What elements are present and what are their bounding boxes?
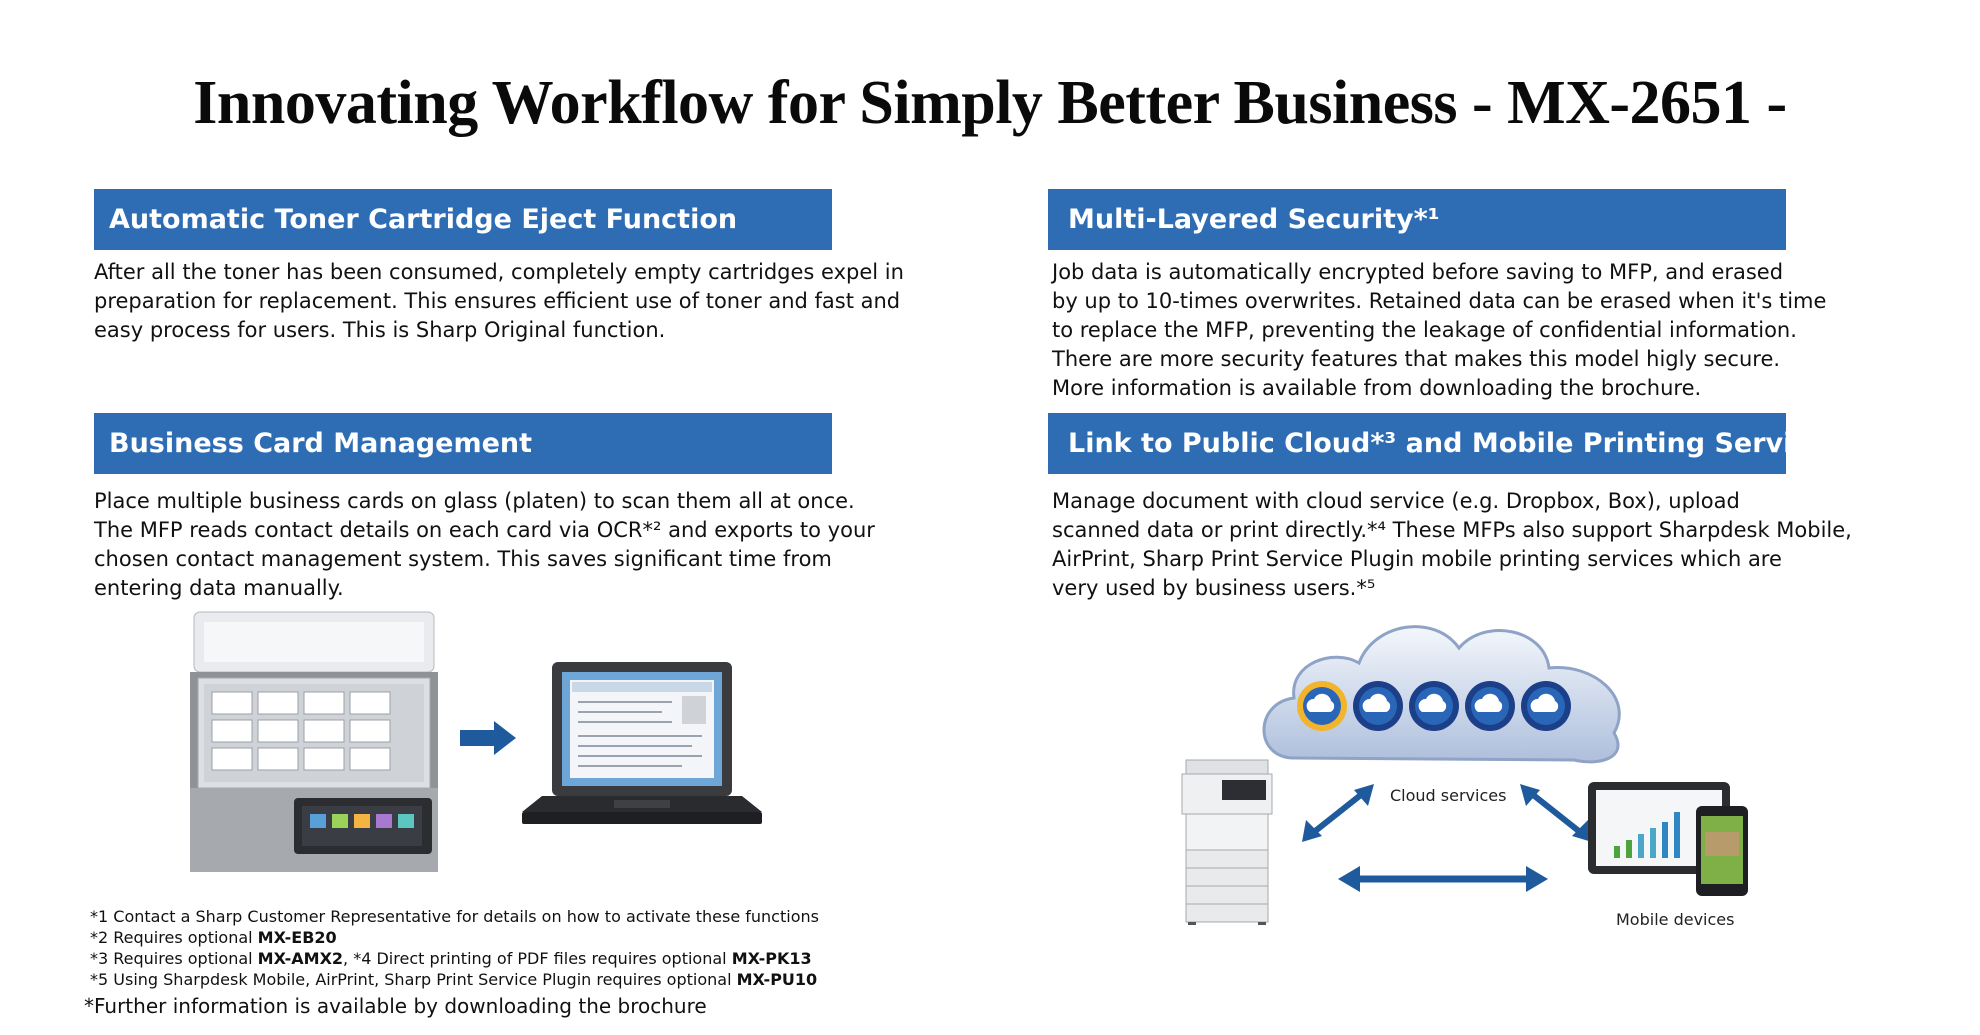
text-line: After all the toner has been consumed, c… (94, 260, 904, 284)
text-line: scanned data or print directly.*⁴ These … (1052, 518, 1852, 542)
footnotes: *1 Contact a Sharp Customer Representati… (90, 906, 819, 990)
cloud-service-icon (1521, 681, 1571, 731)
text-line: by up to 10-times overwrites. Retained d… (1052, 289, 1827, 313)
text-line: AirPrint, Sharp Print Service Plugin mob… (1052, 547, 1782, 571)
cloud-service-icon (1353, 681, 1403, 731)
text-line: More information is available from downl… (1052, 376, 1702, 400)
text-line: easy process for users. This is Sharp Or… (94, 318, 666, 342)
footnote-1: *1 Contact a Sharp Customer Representati… (90, 907, 819, 926)
arrow-right-icon (460, 721, 516, 755)
business-card-description: Place multiple business cards on glass (… (94, 487, 875, 603)
cloud-service-icon (1297, 681, 1347, 731)
security-section-header: Multi-Layered Security*¹ (1048, 189, 1786, 250)
footnote-text: *3 Requires optional (90, 949, 258, 968)
footnote-text: *2 Requires optional (90, 928, 258, 947)
text-line: preparation for replacement. This ensure… (94, 289, 901, 313)
business-card-section-header: Business Card Management (94, 413, 832, 474)
security-description: Job data is automatically encrypted befo… (1052, 258, 1826, 403)
toner-heading: Automatic Toner Cartridge Eject Function (109, 204, 738, 235)
footnote-5: *5 Using Sharpdesk Mobile, AirPrint, Sha… (90, 969, 819, 990)
horizontal-double-arrow-icon (1338, 866, 1548, 892)
double-arrow-icon (1520, 784, 1592, 842)
cloud-app-icons (1297, 681, 1571, 731)
text-line: to replace the MFP, preventing the leaka… (1052, 318, 1797, 342)
footnote-text: *5 Using Sharpdesk Mobile, AirPrint, Sha… (90, 970, 737, 989)
footnote-2: *2 Requires optional MX-EB20 (90, 927, 819, 948)
text-line: There are more security features that ma… (1052, 347, 1781, 371)
part-number: MX-EB20 (257, 928, 337, 947)
mobile-devices-illustration (1588, 782, 1748, 896)
cloud-heading: Link to Public Cloud*³ and Mobile Printi… (1068, 428, 1843, 459)
toner-description: After all the toner has been consumed, c… (94, 258, 904, 345)
business-card-heading: Business Card Management (109, 428, 533, 459)
cloud-service-icon (1409, 681, 1459, 731)
toner-section-header: Automatic Toner Cartridge Eject Function (94, 189, 832, 250)
text-line: Place multiple business cards on glass (… (94, 489, 855, 513)
part-number: MX-PU10 (736, 970, 818, 989)
mobile-devices-label: Mobile devices (1616, 910, 1735, 929)
security-heading: Multi-Layered Security*¹ (1068, 204, 1440, 235)
footnote-3-4: *3 Requires optional MX-AMX2, *4 Direct … (90, 948, 819, 969)
mfp-printer-illustration (1181, 759, 1273, 925)
page-title: Innovating Workflow for Simply Better Bu… (193, 69, 1787, 137)
cloud-description: Manage document with cloud service (e.g.… (1052, 487, 1852, 603)
text-line: chosen contact management system. This s… (94, 547, 832, 571)
cloud-section-header: Link to Public Cloud*³ and Mobile Printi… (1048, 413, 1843, 474)
part-number: MX-AMX2 (257, 949, 344, 968)
text-line: entering data manually. (94, 576, 344, 600)
footnote-text: , *4 Direct printing of PDF files requir… (343, 949, 732, 968)
further-info-note: *Further information is available by dow… (84, 994, 707, 1018)
mfp-scanner-illustration (190, 611, 438, 872)
laptop-illustration (522, 662, 762, 824)
text-line: Manage document with cloud service (e.g.… (1052, 489, 1740, 513)
text-line: Job data is automatically encrypted befo… (1052, 260, 1784, 284)
part-number: MX-PK13 (731, 949, 812, 968)
cloud-services-label: Cloud services (1390, 786, 1507, 805)
text-line: The MFP reads contact details on each ca… (94, 518, 875, 542)
text-line: very used by business users.*⁵ (1052, 576, 1376, 600)
cloud-service-icon (1465, 681, 1515, 731)
double-arrow-icon (1302, 784, 1374, 842)
